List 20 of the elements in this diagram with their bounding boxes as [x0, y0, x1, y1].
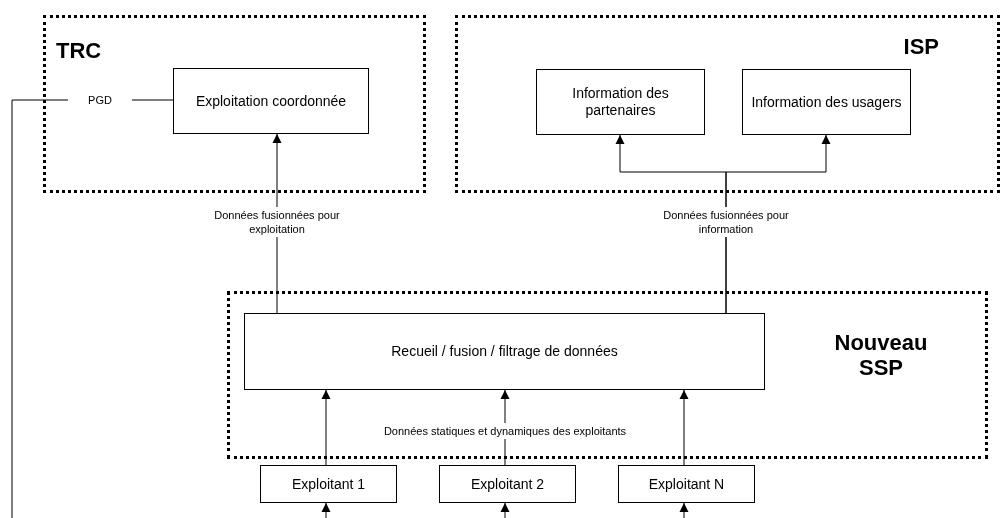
group-frame — [227, 291, 988, 459]
process-box: Exploitation coordonnée — [173, 68, 369, 134]
process-box: Exploitant 2 — [439, 465, 576, 503]
node-label: PGD — [68, 92, 132, 108]
process-box: Information des partenaires — [536, 69, 705, 135]
process-box: Recueil / fusion / filtrage de données — [244, 313, 765, 390]
group-title: TRC — [56, 38, 102, 63]
arrow — [500, 502, 510, 518]
arrow — [679, 389, 689, 466]
process-box: Exploitant N — [618, 465, 755, 503]
group-title: Nouveau SSP — [833, 330, 929, 380]
arrow — [725, 134, 831, 314]
group-frame — [455, 15, 1000, 193]
arrow — [321, 389, 331, 466]
arrow — [321, 502, 331, 518]
process-box: Exploitant 1 — [260, 465, 397, 503]
process-box: Information des usagers — [742, 69, 911, 135]
group-frame — [43, 15, 426, 193]
arrow — [679, 502, 689, 518]
group-title: ISP — [903, 34, 939, 59]
